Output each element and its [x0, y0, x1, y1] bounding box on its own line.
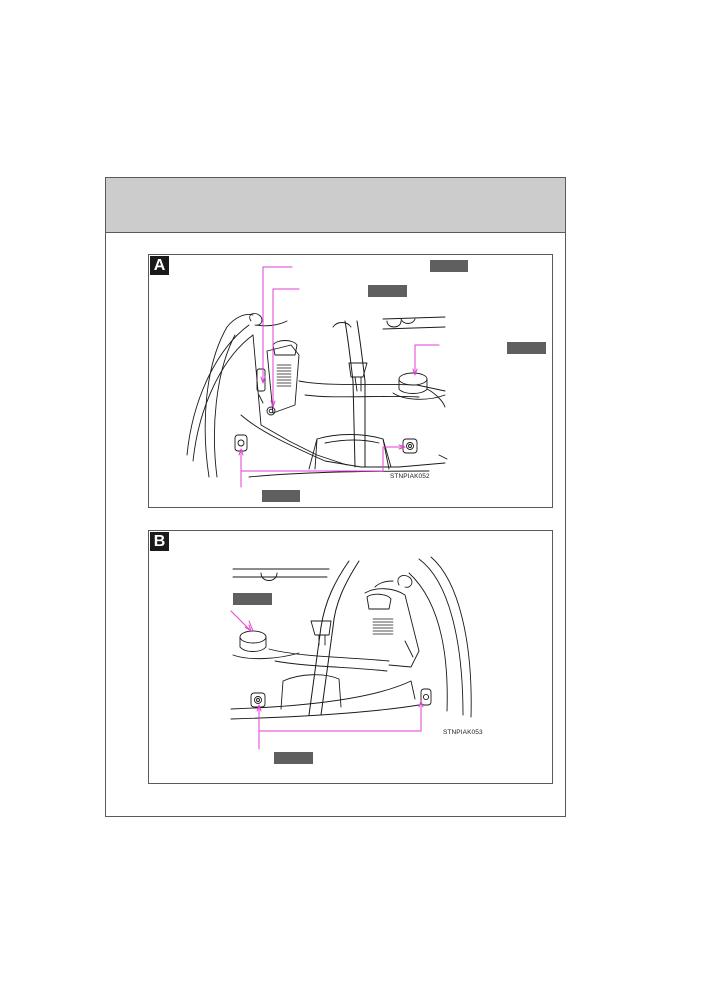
image-code-a: STNPIAK052 — [390, 473, 430, 480]
label-box — [262, 490, 300, 502]
panel-badge-b: B — [150, 532, 169, 551]
label-box — [233, 593, 272, 605]
label-box — [274, 752, 313, 764]
section-frame — [105, 177, 566, 817]
panel-badge-a: A — [150, 256, 169, 275]
label-box — [507, 342, 546, 354]
label-box — [368, 285, 407, 297]
section-header-band — [106, 178, 565, 233]
cargo-area-illustration-b — [230, 556, 472, 750]
cargo-area-illustration-a — [186, 266, 448, 488]
illustration-panel-b: B — [148, 530, 553, 784]
label-box — [430, 260, 468, 272]
image-code-b: STNPIAK053 — [443, 729, 483, 736]
illustration-panel-a: A — [148, 254, 553, 508]
